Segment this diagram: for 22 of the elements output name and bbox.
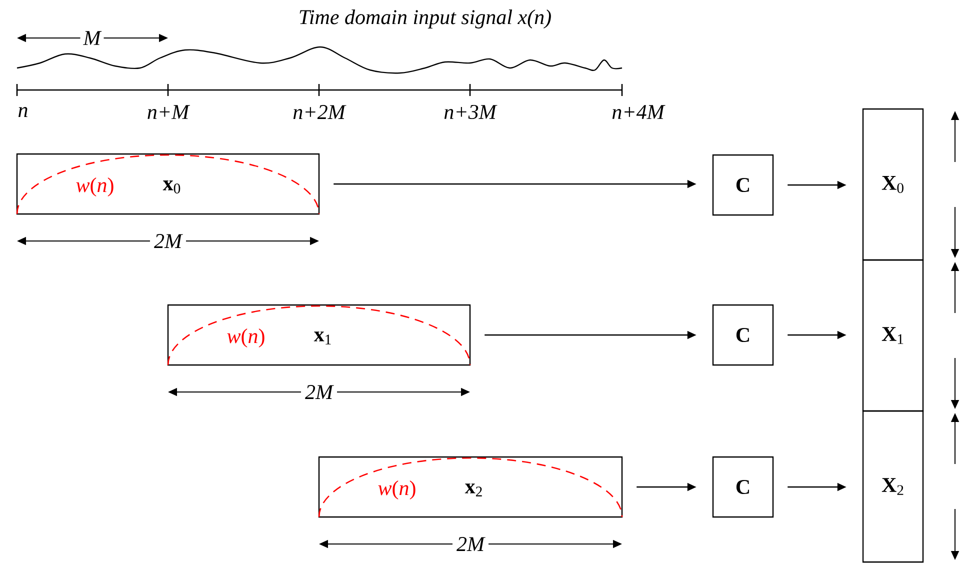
- tick-label: n+4M: [612, 105, 666, 119]
- output-cell: X$_{2}$: [862, 410, 924, 563]
- dimension-label: M: [80, 28, 104, 48]
- dimension-label: 2M: [301, 381, 337, 403]
- vector-label: x$_{2}$: [464, 484, 482, 496]
- transform-box: C: [712, 154, 774, 216]
- window-label: w(n): [378, 480, 416, 500]
- output-cell: X$_{1}$: [862, 259, 924, 412]
- vector-label: x$_{0}$: [162, 180, 180, 194]
- vector-label: x$_{1}$: [314, 332, 331, 344]
- window-label: w(n): [76, 177, 114, 197]
- window-label: w(n): [227, 328, 264, 348]
- transform-box: C: [712, 304, 774, 366]
- transform-box: C: [712, 456, 774, 518]
- tick-label: n: [18, 107, 28, 117]
- dimension-label: 2M: [452, 533, 488, 555]
- tick-label: n+2M: [293, 105, 346, 119]
- dimension-label: 2M: [150, 230, 186, 252]
- tick-label: n+3M: [444, 104, 498, 120]
- tick-label: n+M: [148, 105, 190, 119]
- output-cell: X$_{0}$: [862, 108, 924, 261]
- title: Time domain input signal x(n): [300, 9, 551, 29]
